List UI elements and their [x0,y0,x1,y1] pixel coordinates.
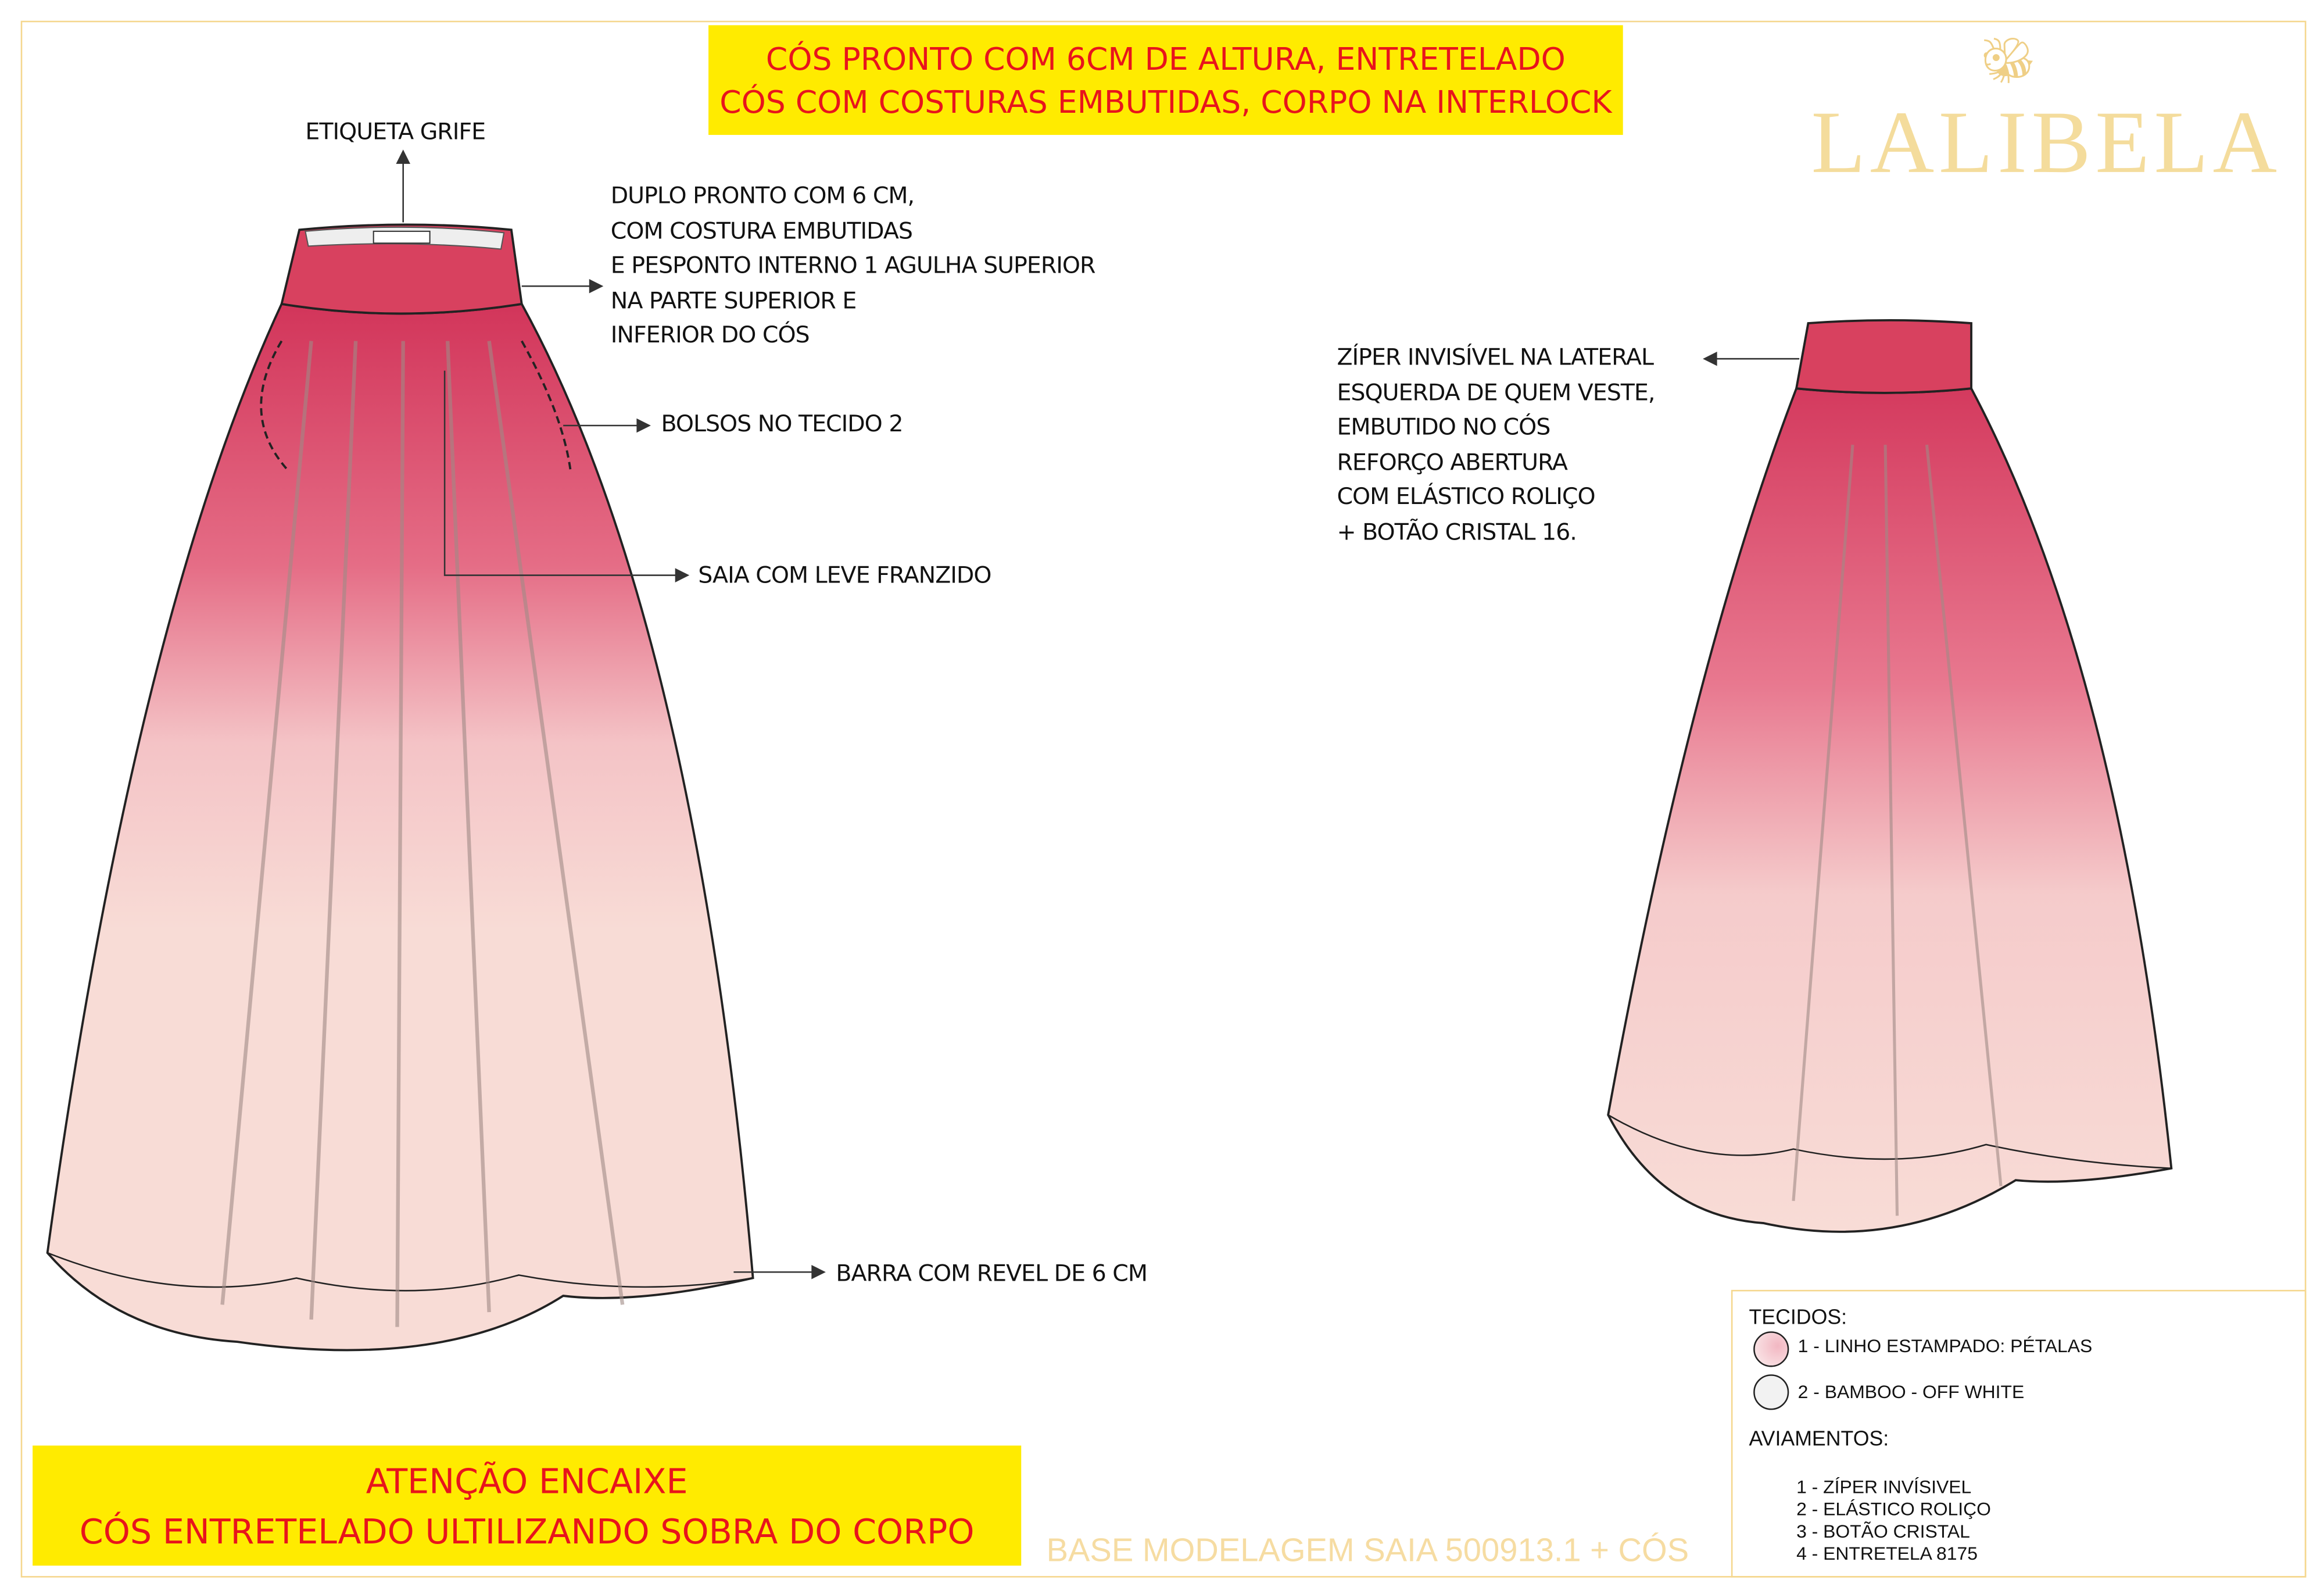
waistband-note-line: INFERIOR DO CÓS [610,321,810,349]
waistband-note-line: NA PARTE SUPERIOR E [610,287,857,314]
fabric-swatch-offwhite [1753,1374,1789,1410]
legend-box: TECIDOS: 1 - LINHO ESTAMPADO: PÉTALAS 2 … [1731,1289,2307,1578]
warning-box: ATENÇÃO ENCAIXE CÓS ENTRETELADO ULTILIZA… [33,1445,1022,1566]
zipper-note: ZÍPER INVISÍVEL NA LATERAL ESQUERDA DE Q… [1337,341,1655,551]
waistband-note-line: E PESPONTO INTERNO 1 AGULHA SUPERIOR [610,252,1096,279]
warning-line-1: ATENÇÃO ENCAIXE [366,1463,688,1502]
trim-item: 2 - ELÁSTICO ROLIÇO [1796,1499,1991,1520]
header-note-line-2: CÓS COM COSTURAS EMBUTIDAS, CORPO NA INT… [719,84,1612,120]
header-note-box: CÓS PRONTO COM 6CM DE ALTURA, ENTRETELAD… [708,25,1623,135]
zipper-note-line: ZÍPER INVISÍVEL NA LATERAL [1337,344,1654,371]
fabric-item: 1 - LINHO ESTAMPADO: PÉTALAS [1797,1335,2093,1357]
zipper-note-line: EMBUTIDO NO CÓS [1337,413,1550,441]
header-note-line-1: CÓS PRONTO COM 6CM DE ALTURA, ENTRETELAD… [765,41,1566,77]
label-tag-note: ETIQUETA GRIFE [305,119,486,145]
zipper-note-line: REFORÇO ABERTURA [1337,448,1568,476]
waistband-note-line: COM COSTURA EMBUTIDAS [610,217,913,244]
trims-title: AVIAMENTOS: [1749,1426,1889,1450]
page-border [20,20,2307,1578]
trim-item: 1 - ZÍPER INVÍSIVEL [1796,1477,1972,1497]
waistband-note-line: DUPLO PRONTO COM 6 CM, [610,182,915,209]
back-skirt [1607,319,2173,1233]
hem-note: BARRA COM REVEL DE 6 CM [836,1260,1148,1287]
zipper-note-line: ESQUERDA DE QUEM VESTE, [1337,378,1655,406]
waistband-note: DUPLO PRONTO COM 6 CM, COM COSTURA EMBUT… [610,180,1096,354]
base-pattern-text: BASE MODELAGEM SAIA 500913.1 + CÓS [1046,1531,1689,1569]
trim-item: 4 - ENTRETELA 8175 [1796,1543,1978,1564]
fabrics-title: TECIDOS: [1749,1304,1847,1329]
front-skirt [46,223,754,1352]
leader-lines [396,149,1800,1280]
pockets-note: BOLSOS NO TECIDO 2 [661,410,903,438]
fabric-swatch-printed [1753,1331,1789,1367]
zipper-note-line: COM ELÁSTICO ROLIÇO [1337,483,1595,510]
brand-logo: LALIBELA [1811,93,2282,192]
warning-line-2: CÓS ENTRETELADO ULTILIZANDO SOBRA DO COR… [79,1513,975,1553]
zipper-note-line: + BOTÃO CRISTAL 16. [1337,518,1577,545]
bee-icon: 🐝︎ [1980,37,2037,86]
trim-item: 3 - BOTÃO CRISTAL [1796,1521,1970,1542]
gathers-note: SAIA COM LEVE FRANZIDO [698,562,991,589]
fabric-item: 2 - BAMBOO - OFF WHITE [1797,1381,2025,1403]
